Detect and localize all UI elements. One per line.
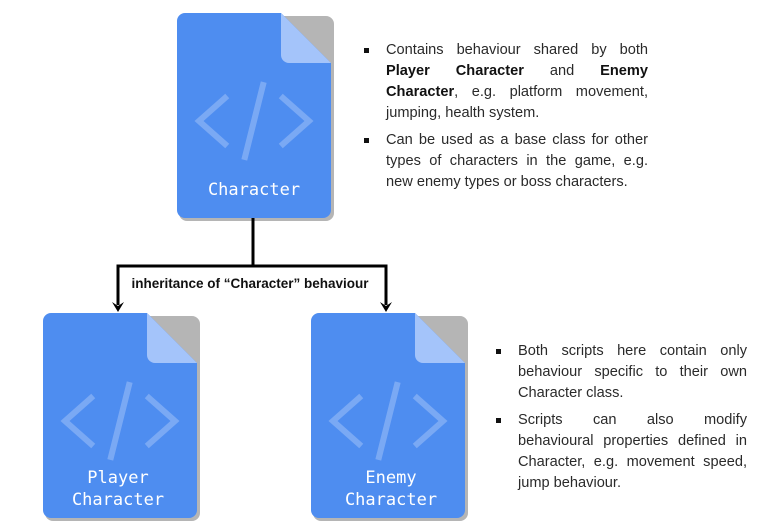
note-item: Contains behaviour shared by both Player… (362, 40, 648, 124)
arrow-down-icon (380, 302, 392, 312)
inheritance-connector (116, 218, 388, 305)
doc-label: Enemy (365, 468, 416, 488)
arrow-down-icon (112, 302, 124, 312)
child-class-notes: Both scripts here contain only behaviour… (494, 341, 747, 500)
base-class-notes: Contains behaviour shared by both Player… (362, 40, 648, 199)
note-item: Scripts can also modify behavioural prop… (494, 410, 747, 494)
note-item: Can be used as a base class for other ty… (362, 130, 648, 193)
doc-player-character: Player Character (43, 313, 197, 518)
doc-label: Player (87, 468, 148, 488)
doc-label: Character (208, 180, 300, 200)
doc-enemy-character: Enemy Character (311, 313, 465, 518)
doc-label: Character (72, 490, 164, 510)
arrowheads (112, 302, 392, 312)
note-item: Both scripts here contain only behaviour… (494, 341, 747, 404)
doc-label: Character (345, 490, 437, 510)
connector-label: inheritance of “Character” behaviour (131, 276, 369, 291)
doc-character: Character (177, 13, 331, 218)
